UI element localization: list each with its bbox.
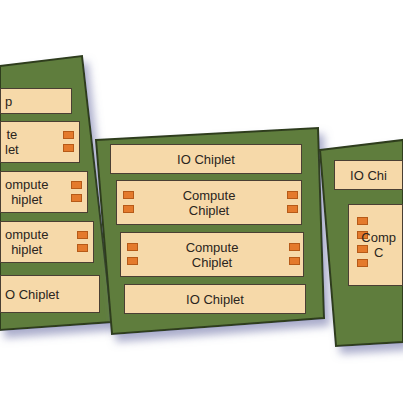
package-substrate xyxy=(96,128,324,334)
bump-pad xyxy=(287,191,298,199)
bump-pad xyxy=(71,194,82,202)
bump-pad xyxy=(287,205,298,213)
chiplet-label: ompute hiplet xyxy=(5,177,48,207)
bump-pad xyxy=(77,231,88,239)
chiplet-label: IO Chiplet xyxy=(177,152,235,167)
chiplet-box: Compute Chiplet xyxy=(116,180,302,225)
bump-pad xyxy=(123,205,134,213)
chiplet-label: O Chiplet xyxy=(5,287,59,302)
chiplet-box: ompute hiplet xyxy=(0,221,94,263)
bump-pad xyxy=(77,244,88,252)
bump-pad xyxy=(289,243,300,251)
chiplet-label: IO Chiplet xyxy=(186,292,244,307)
bump-pad xyxy=(123,191,134,199)
package-substrate xyxy=(320,140,403,346)
bump-pad xyxy=(357,217,368,225)
chiplet-box: IO Chiplet xyxy=(110,144,302,174)
bump-pad xyxy=(63,144,74,152)
chiplet-box: O Chiplet xyxy=(0,275,100,313)
chiplet-box: Comp C xyxy=(348,204,403,286)
bump-pad xyxy=(63,131,74,139)
chiplet-box: Compute Chiplet xyxy=(120,232,304,277)
chiplet-label: IO Chi xyxy=(350,168,387,183)
chiplet-label: Compute Chiplet xyxy=(183,188,236,218)
bump-pad xyxy=(127,243,138,251)
chiplet-box: IO Chi xyxy=(334,160,403,190)
bump-pad xyxy=(289,257,300,265)
chiplet-label: p xyxy=(5,94,12,109)
bump-pad xyxy=(357,245,368,253)
chiplet-box: p xyxy=(0,88,72,114)
chiplet-label: Comp C xyxy=(361,230,396,260)
chiplet-label: Compute Chiplet xyxy=(186,240,239,270)
bump-pad xyxy=(127,257,138,265)
chiplet-box: IO Chiplet xyxy=(124,284,306,314)
bump-pad xyxy=(357,259,368,267)
chiplet-label: te let xyxy=(5,127,19,157)
package-substrate xyxy=(0,56,112,330)
chiplet-box: ompute hiplet xyxy=(0,171,88,213)
chiplet-label: ompute hiplet xyxy=(5,227,48,257)
bump-pad xyxy=(71,181,82,189)
chiplet-box: te let xyxy=(0,121,80,163)
